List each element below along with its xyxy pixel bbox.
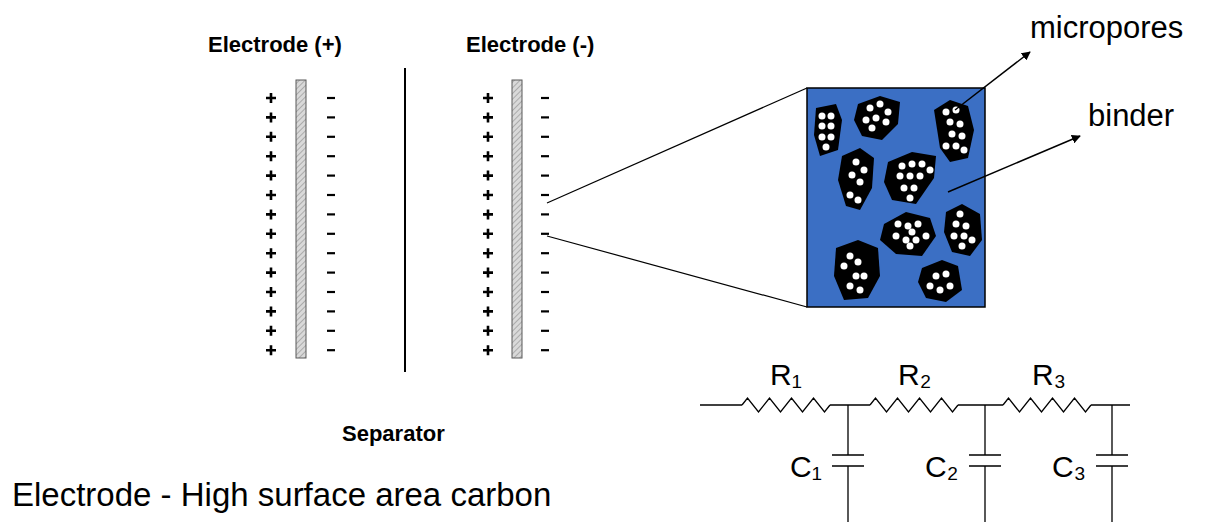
binder-region: [807, 88, 985, 307]
plus-charge: [483, 268, 493, 278]
minus-charge: [541, 233, 549, 235]
resistor-label: R₃: [1032, 360, 1066, 390]
capacitor-symbol: [1096, 405, 1128, 522]
minus-charge: [327, 194, 335, 196]
plus-charge: [483, 345, 493, 355]
minus-charge: [327, 116, 335, 118]
charge-signs: [266, 93, 549, 355]
electrode-label: Electrode (+): [208, 34, 342, 56]
minus-charge: [327, 175, 335, 177]
plus-charge: [483, 287, 493, 297]
resistor-symbol: [870, 398, 958, 412]
minus-charge: [327, 233, 335, 235]
plus-charge: [266, 209, 276, 219]
leader-arrow: [948, 136, 1080, 192]
plus-charge: [483, 132, 493, 142]
minus-charge: [541, 310, 549, 312]
minus-charge: [327, 252, 335, 254]
separator-label: Separator: [342, 423, 445, 445]
plus-charge: [266, 345, 276, 355]
plus-charge: [483, 326, 493, 336]
plus-charge: [483, 171, 493, 181]
plus-charge: [483, 112, 493, 122]
minus-charge: [541, 175, 549, 177]
minus-charge: [541, 155, 549, 157]
minus-charge: [327, 330, 335, 332]
wire: [1091, 404, 1130, 405]
minus-charge: [541, 213, 549, 215]
wire: [830, 404, 870, 405]
wire: [958, 404, 1003, 405]
minus-charge: [541, 272, 549, 274]
zoom-line: [547, 88, 807, 203]
plus-charge: [266, 112, 276, 122]
capacitor-label: C₃: [1052, 452, 1086, 482]
minus-charge: [541, 97, 549, 99]
minus-charge: [541, 194, 549, 196]
minus-charge: [541, 252, 549, 254]
plus-charge: [266, 326, 276, 336]
resistor-symbol: [1003, 398, 1091, 412]
rc-ladder-circuit: [700, 398, 1130, 522]
electrode-label: Electrode (-): [466, 34, 594, 56]
plus-charge: [266, 93, 276, 103]
plus-charge: [483, 209, 493, 219]
leader-arrow: [955, 52, 1030, 110]
plus-charge: [266, 229, 276, 239]
plus-charge: [266, 132, 276, 142]
plus-charge: [266, 190, 276, 200]
minus-charge: [541, 349, 549, 351]
resistor-label: R₁: [770, 360, 802, 390]
minus-charge: [327, 272, 335, 274]
plus-charge: [266, 287, 276, 297]
plus-charge: [266, 151, 276, 161]
plus-charge: [483, 190, 493, 200]
minus-charge: [327, 213, 335, 215]
plus-charge: [266, 248, 276, 258]
minus-charge: [327, 291, 335, 293]
minus-charge: [541, 136, 549, 138]
callout-label: micropores: [1030, 12, 1183, 43]
micropore-dots: [819, 101, 976, 294]
minus-charge: [541, 116, 549, 118]
minus-charge: [327, 136, 335, 138]
minus-charge: [327, 349, 335, 351]
carbon-particles: [814, 96, 982, 302]
minus-charge: [327, 97, 335, 99]
capacitor-label: C₁: [790, 452, 822, 482]
plus-charge: [483, 306, 493, 316]
plus-charge: [266, 171, 276, 181]
separator-line: [404, 68, 406, 372]
callout-label: binder: [1088, 100, 1174, 131]
minus-charge: [327, 155, 335, 157]
plus-charge: [483, 93, 493, 103]
electrode-plate: [296, 80, 306, 358]
plus-charge: [266, 268, 276, 278]
plus-charge: [483, 229, 493, 239]
wire: [700, 404, 742, 405]
minus-charge: [541, 291, 549, 293]
zoom-line: [547, 236, 807, 307]
caption: Electrode - High surface area carbon: [12, 478, 551, 511]
plus-charge: [266, 306, 276, 316]
capacitor-symbol: [969, 405, 1001, 522]
plus-charge: [483, 248, 493, 258]
minus-charge: [541, 330, 549, 332]
capacitor-symbol: [832, 405, 864, 522]
resistor-symbol: [742, 398, 830, 412]
plus-charge: [483, 151, 493, 161]
minus-charge: [327, 310, 335, 312]
electrode-plate: [512, 80, 522, 358]
resistor-label: R₂: [898, 360, 931, 390]
capacitor-label: C₂: [925, 452, 958, 482]
